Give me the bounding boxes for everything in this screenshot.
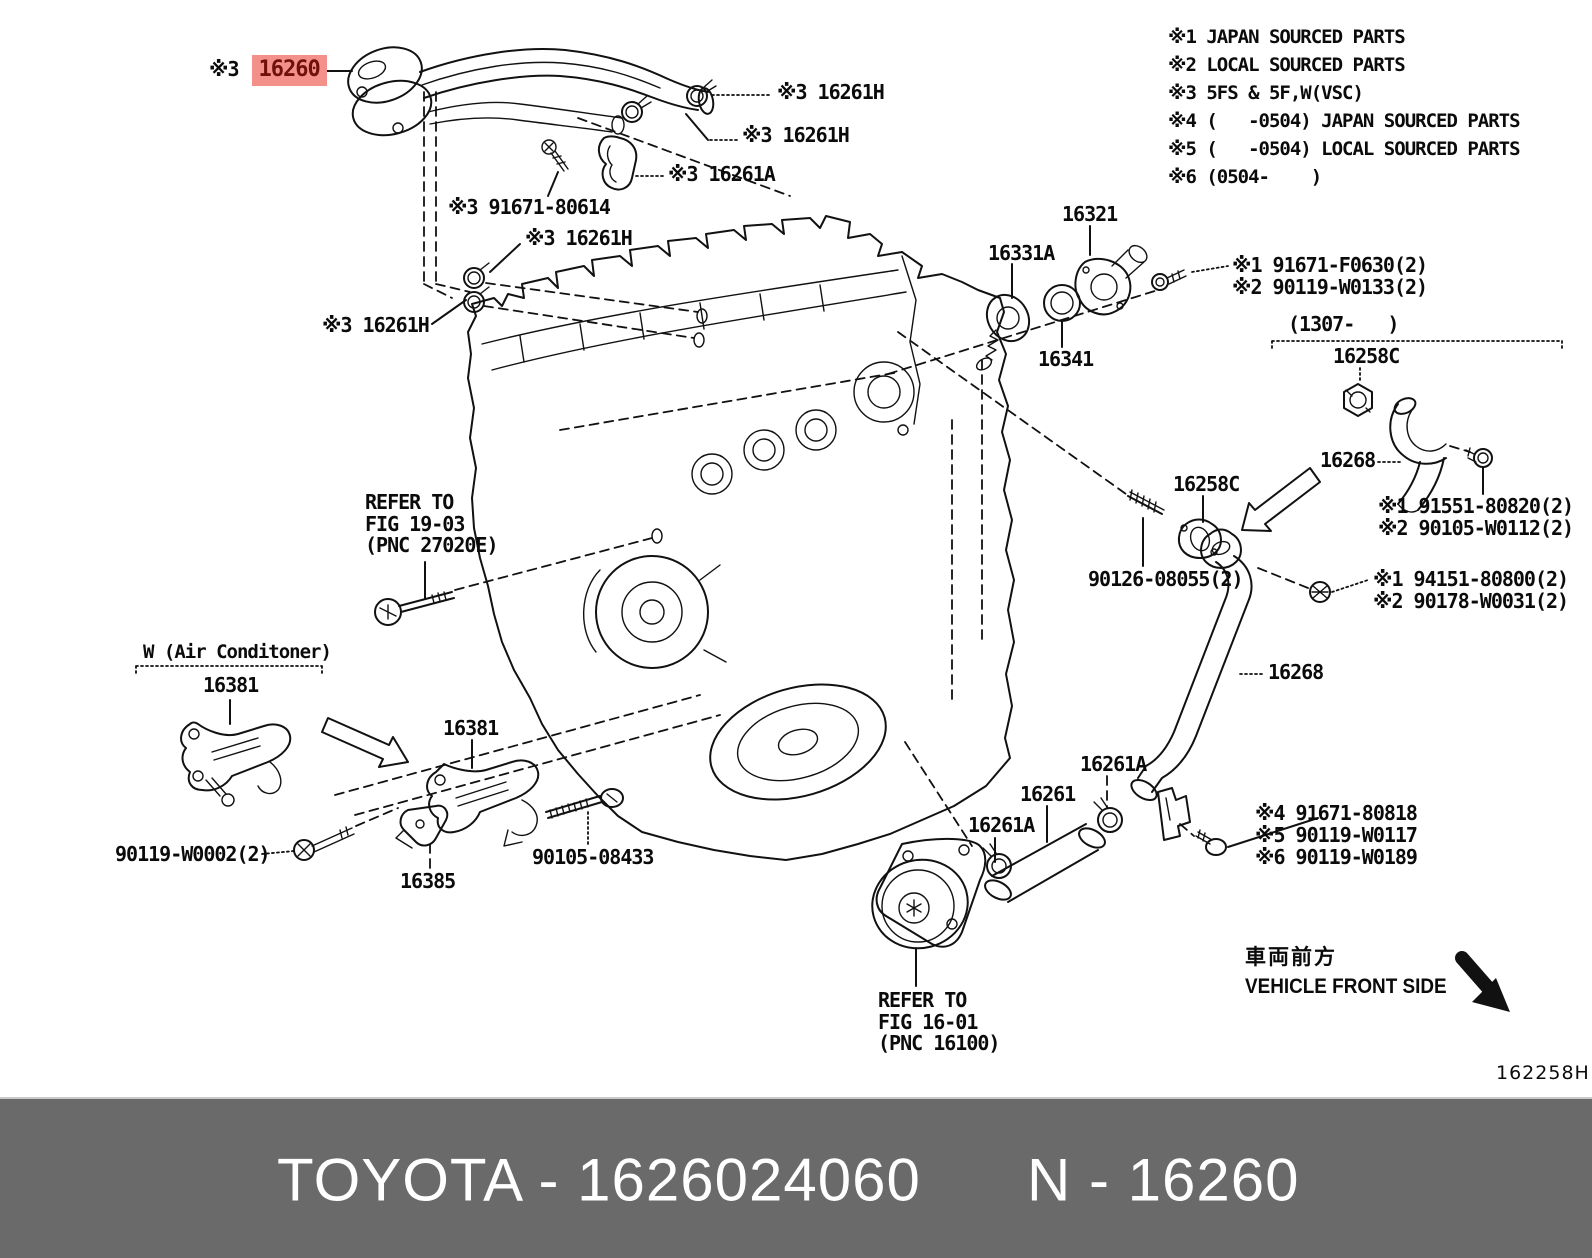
label-prefix: ※3	[209, 57, 250, 81]
water-pump	[871, 837, 987, 950]
label-90105-08433[interactable]: 90105-08433	[532, 845, 654, 869]
label-90126-08055[interactable]: 90126-08055(2)	[1088, 567, 1244, 591]
label-date-1307: (1307- )	[1288, 312, 1399, 336]
label-90119-w0189[interactable]: ※6 90119-W0189	[1255, 845, 1418, 869]
vehicle-front-arrow	[1455, 951, 1510, 1012]
part-bolt-91671-f0630	[1151, 269, 1187, 291]
label-16258c-1[interactable]: 16258C	[1333, 344, 1400, 368]
label-90119-w0002[interactable]: 90119-W0002(2)	[115, 842, 271, 866]
label-90105-w0112[interactable]: ※2 90105-W0112(2)	[1378, 516, 1574, 540]
part-16268-elbow	[1389, 397, 1447, 513]
label-91671-80818[interactable]: ※4 91671-80818	[1255, 801, 1418, 825]
label-16261h-4[interactable]: ※3 16261H	[322, 313, 430, 337]
part-16331a-thermostat	[975, 293, 1031, 371]
part-16268-pipe	[1130, 528, 1253, 802]
part-16321-water-inlet	[1074, 244, 1148, 316]
direction-arrow-right	[1241, 467, 1321, 532]
label-16385[interactable]: 16385	[400, 869, 456, 893]
part-bolt-90105-08433	[545, 788, 624, 819]
part-stud-90126-08055	[1127, 489, 1165, 515]
note-refer-fig-16-01: REFER TO FIG 16-01 (PNC 16100)	[878, 988, 1000, 1056]
vehicle-front-side-jp: 車両前方	[1245, 945, 1337, 969]
label-16331a[interactable]: 16331A	[988, 241, 1055, 265]
part-16385-bracket	[395, 804, 449, 849]
part-16381-bracket-center	[426, 759, 540, 847]
label-90119-w0133[interactable]: ※2 90119-W0133(2)	[1232, 275, 1428, 299]
part-pipe-bracket	[1157, 787, 1191, 841]
footer-part-number: TOYOTA - 1626024060	[277, 1146, 921, 1213]
engine-block	[467, 215, 1015, 861]
legend-local-sourced: ※2 LOCAL SOURCED PARTS	[1168, 54, 1406, 76]
part-bolt-90119-w0002	[293, 826, 355, 861]
part-16261-hose	[984, 823, 1106, 903]
part-16381-bracket-left	[180, 721, 292, 807]
label-91551-80820[interactable]: ※1 91551-80820(2)	[1378, 494, 1574, 518]
label-16381-1[interactable]: 16381	[203, 673, 259, 697]
part-bolt-91671-80818	[1195, 829, 1227, 856]
legend-0504-local: ※5 ( -0504) LOCAL SOURCED PARTS	[1168, 138, 1521, 160]
note-refer-fig-19-03: REFER TO FIG 19-03 (PNC 27020E)	[365, 490, 498, 558]
direction-arrow-left	[321, 717, 409, 768]
label-16381-2[interactable]: 16381	[443, 716, 499, 740]
label-16268-1[interactable]: 16268	[1320, 448, 1376, 472]
part-16261h-clamps	[463, 79, 717, 313]
label-16261h-1[interactable]: ※3 16261H	[777, 80, 885, 104]
highlight-box[interactable]: 16260	[251, 55, 327, 86]
part-nut-94151-80800	[1309, 581, 1331, 603]
label-w-air-conditioner: W (Air Conditoner)	[143, 641, 332, 663]
label-91671-f0630[interactable]: ※1 91671-F0630(2)	[1232, 253, 1428, 277]
part-16261a-bracket-top	[541, 135, 638, 191]
footer-bar: TOYOTA - 1626024060 N - 16260	[0, 1097, 1592, 1258]
legend-5fs: ※3 5FS & 5F,W(VSC)	[1168, 82, 1364, 104]
legend-0504-on: ※6 (0504- )	[1168, 166, 1322, 188]
part-bolt-91551-80820	[1465, 447, 1493, 468]
label-16341[interactable]: 16341	[1038, 347, 1094, 371]
label-94151-80800[interactable]: ※1 94151-80800(2)	[1373, 567, 1569, 591]
label-16261a-3[interactable]: 16261A	[968, 813, 1035, 837]
part-16258c-nut	[1343, 383, 1373, 417]
legend-0504-japan: ※4 ( -0504) JAPAN SOURCED PARTS	[1168, 110, 1521, 132]
part-16260-bypass-pipe	[347, 46, 715, 137]
diagram-code: 162258H	[1496, 1062, 1590, 1084]
label-16261[interactable]: 16261	[1020, 782, 1076, 806]
part-16258c-gasket	[1178, 518, 1222, 559]
label-16258c-2[interactable]: 16258C	[1173, 472, 1240, 496]
label-90178-w0031[interactable]: ※2 90178-W0031(2)	[1373, 589, 1569, 613]
label-16321[interactable]: 16321	[1062, 202, 1118, 226]
diagram-art	[135, 46, 1563, 1012]
label-16261a-2[interactable]: 16261A	[1080, 752, 1147, 776]
label-16260-selected[interactable]: ※3 16260	[209, 55, 327, 86]
vehicle-front-side-en: VEHICLE FRONT SIDE	[1245, 975, 1447, 998]
label-91671-80614[interactable]: ※3 91671-80614	[448, 195, 611, 219]
label-90119-w0117[interactable]: ※5 90119-W0117	[1255, 823, 1418, 847]
legend-japan-sourced: ※1 JAPAN SOURCED PARTS	[1168, 26, 1406, 48]
leader-lines	[135, 70, 1563, 987]
label-16261h-3[interactable]: ※3 16261H	[525, 226, 633, 250]
footer-part-code: N - 16260	[1027, 1146, 1300, 1213]
part-16261a-clamps-bottom	[982, 797, 1123, 879]
label-16268-2[interactable]: 16268	[1268, 660, 1324, 684]
label-16261h-2[interactable]: ※3 16261H	[742, 123, 850, 147]
label-16261a-1[interactable]: ※3 16261A	[668, 162, 776, 186]
part-bolt-fig-19-03	[374, 591, 455, 626]
part-16341-gasket	[1043, 284, 1081, 322]
